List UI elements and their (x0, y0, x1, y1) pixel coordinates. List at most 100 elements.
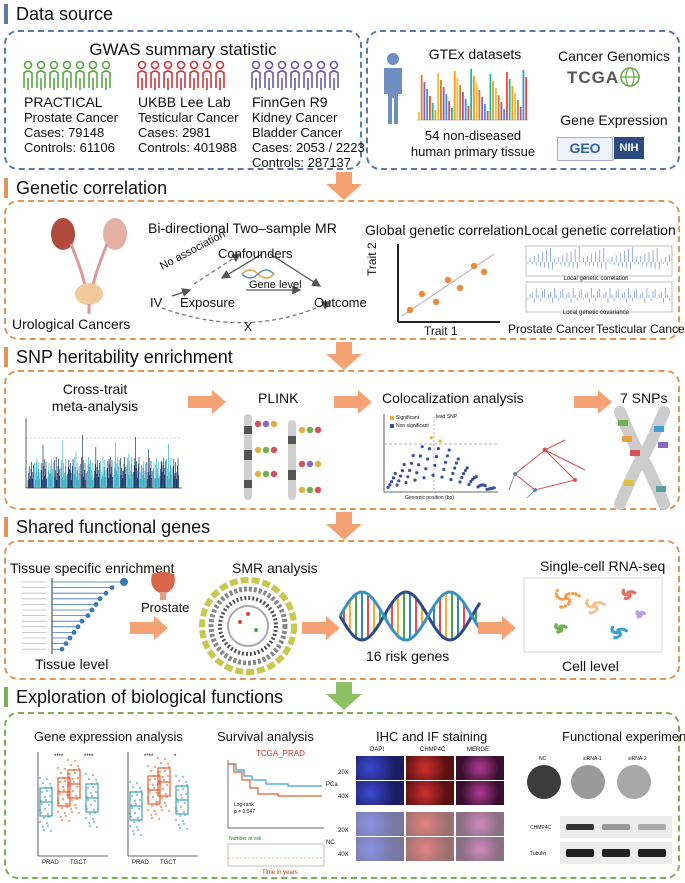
nc-label: NC (326, 840, 335, 846)
ihc-title: IHC and IF staining (376, 729, 488, 744)
gene-expression-title: Gene Expression (560, 112, 668, 128)
section-title-shared: Shared functional genes (4, 515, 210, 539)
mr-title: Bi-directional Two–sample MR (148, 220, 337, 236)
tissue-enrichment-title: Tissue specific enrichment (10, 560, 175, 576)
colony-plates (527, 765, 651, 799)
ihc-image-tile (406, 781, 454, 805)
plink-chromosomes (244, 414, 322, 500)
ihc-image-tile (356, 756, 404, 780)
ihc-image-tile (456, 837, 504, 861)
gwas-title: GWAS summary statistic (89, 40, 277, 59)
gtex-title: GTEx datasets (428, 46, 522, 62)
smr-circos-plot (199, 577, 297, 675)
ihc-image-tile (356, 781, 404, 805)
umap-plot (523, 577, 663, 653)
ihc-image-tile (406, 837, 454, 861)
tgct-label-1: TGCT (70, 860, 87, 866)
lead-snp-label: lead SNP (436, 414, 458, 420)
global-correlation-title: Global genetic correlation (365, 222, 524, 238)
tcga-logo: TCGA (567, 68, 620, 87)
cohort-finngen: FinnGen R9 Kidney Cancer Bladder Cancer … (252, 94, 365, 171)
genomic-position-label: Genomic position (bp) (405, 495, 454, 501)
down-arrow-1 (326, 172, 362, 200)
logrank-text: Log-rank p = 0.047 (234, 802, 255, 815)
cell-level-label: Cell level (562, 658, 619, 674)
network-graph (508, 439, 586, 499)
pca-label: PCa (326, 782, 338, 788)
gene-expression-boxplots: ************* (37, 752, 198, 857)
prad-label-1: PRAD (42, 860, 59, 866)
tissue-lollipop-chart (22, 578, 128, 654)
down-arrow-3 (326, 512, 362, 540)
people-icons (23, 60, 339, 90)
mag20-nc: 20X (338, 828, 349, 834)
gtex-caption: 54 non-diseased human primary tissue (410, 128, 536, 159)
local-correlation-title: Local genetic correlation (524, 222, 676, 238)
chmp4c-label: CHMP4C (420, 747, 446, 753)
arrow-right-6 (478, 616, 516, 640)
cohort-practical: PRACTICAL Prostate Cancer Cases: 79148 C… (24, 94, 118, 156)
time-in-years-label: Time in years (262, 870, 298, 876)
ihc-image-tile (406, 756, 454, 780)
ihc-image-tile (456, 812, 504, 836)
exposure-label: Exposure (180, 295, 235, 310)
outcome-label: Outcome (314, 295, 367, 310)
svg-text:*: * (174, 754, 177, 760)
ihc-image-tile (456, 781, 504, 805)
dna-helix-icon (338, 590, 482, 642)
prostate-label: Prostate (141, 600, 190, 615)
colocalization-title: Colocalization analysis (382, 390, 524, 406)
svg-text:****: **** (54, 754, 64, 760)
dapi-label: DAPI (370, 747, 385, 753)
prostate-icon (151, 572, 175, 600)
arrow-right-2 (334, 390, 372, 414)
chromosome-x-icon (614, 406, 670, 510)
tissue-level-label: Tissue level (35, 656, 109, 672)
svg-text:****: **** (144, 754, 154, 760)
datasets-box (366, 30, 680, 170)
section-title-data-source: Data source (4, 2, 113, 26)
genetic-correlation-box (4, 200, 680, 340)
prostate-cancer-label: Prostate Cancer (508, 322, 595, 336)
mag40-pca: 40X (338, 794, 349, 800)
snp-box (4, 370, 680, 510)
seven-snps-title: 7 SNPs (620, 390, 668, 406)
ihc-image-tile (406, 812, 454, 836)
arrow-right-3 (574, 390, 612, 414)
trait1-label: Trait 1 (424, 324, 458, 338)
survival-analysis-title: Survival analysis (217, 729, 314, 744)
mag20-pca: 20X (338, 770, 349, 776)
global-scatter-plot (397, 244, 500, 323)
gene-expression-analysis-title: Gene expression analysis (34, 729, 183, 744)
geo-logo: GEO (557, 137, 613, 161)
svg-text:****: **** (84, 754, 94, 760)
tcga-prad-label: TCGA_PRAD (256, 749, 305, 758)
urinary-system-icon (51, 218, 127, 314)
risk-genes-label: 16 risk genes (366, 648, 450, 664)
smr-title: SMR analysis (232, 560, 318, 576)
testicular-cancer-label: Testicular Cancer (596, 322, 685, 336)
local-sub1: Local genetic correlation (563, 276, 629, 282)
section-title-exploration: Exploration of biological functions (4, 685, 283, 709)
gwas-box (4, 30, 362, 170)
trait2-label: Trait 2 (365, 242, 379, 276)
ihc-image-tile (356, 812, 404, 836)
x-mark: X (244, 320, 253, 334)
colocalization-plot (383, 414, 498, 493)
tgct-label-2: TGCT (160, 860, 177, 866)
sirna1-label: siRNA-1 (583, 756, 602, 762)
cancer-genomics-title: Cancer Genomics (557, 48, 671, 64)
urological-cancers-label: Urological Cancers (12, 316, 131, 332)
gene-level-label: Gene level (249, 279, 302, 291)
exploration-box (4, 712, 680, 879)
western-blot (560, 816, 672, 864)
nih-logo: NIH (614, 137, 644, 159)
scrna-title: Single-cell RNA-seq (540, 558, 666, 574)
cross-trait-title: Cross-trait meta-analysis (51, 381, 139, 414)
tcga-globe-icon (620, 67, 640, 87)
mag40-nc: 40X (338, 852, 349, 858)
gtex-bar-chart (417, 69, 528, 121)
arrow-right-5 (302, 616, 340, 640)
iv-label: IV (150, 295, 163, 310)
significant-legend: Significant (396, 415, 420, 421)
